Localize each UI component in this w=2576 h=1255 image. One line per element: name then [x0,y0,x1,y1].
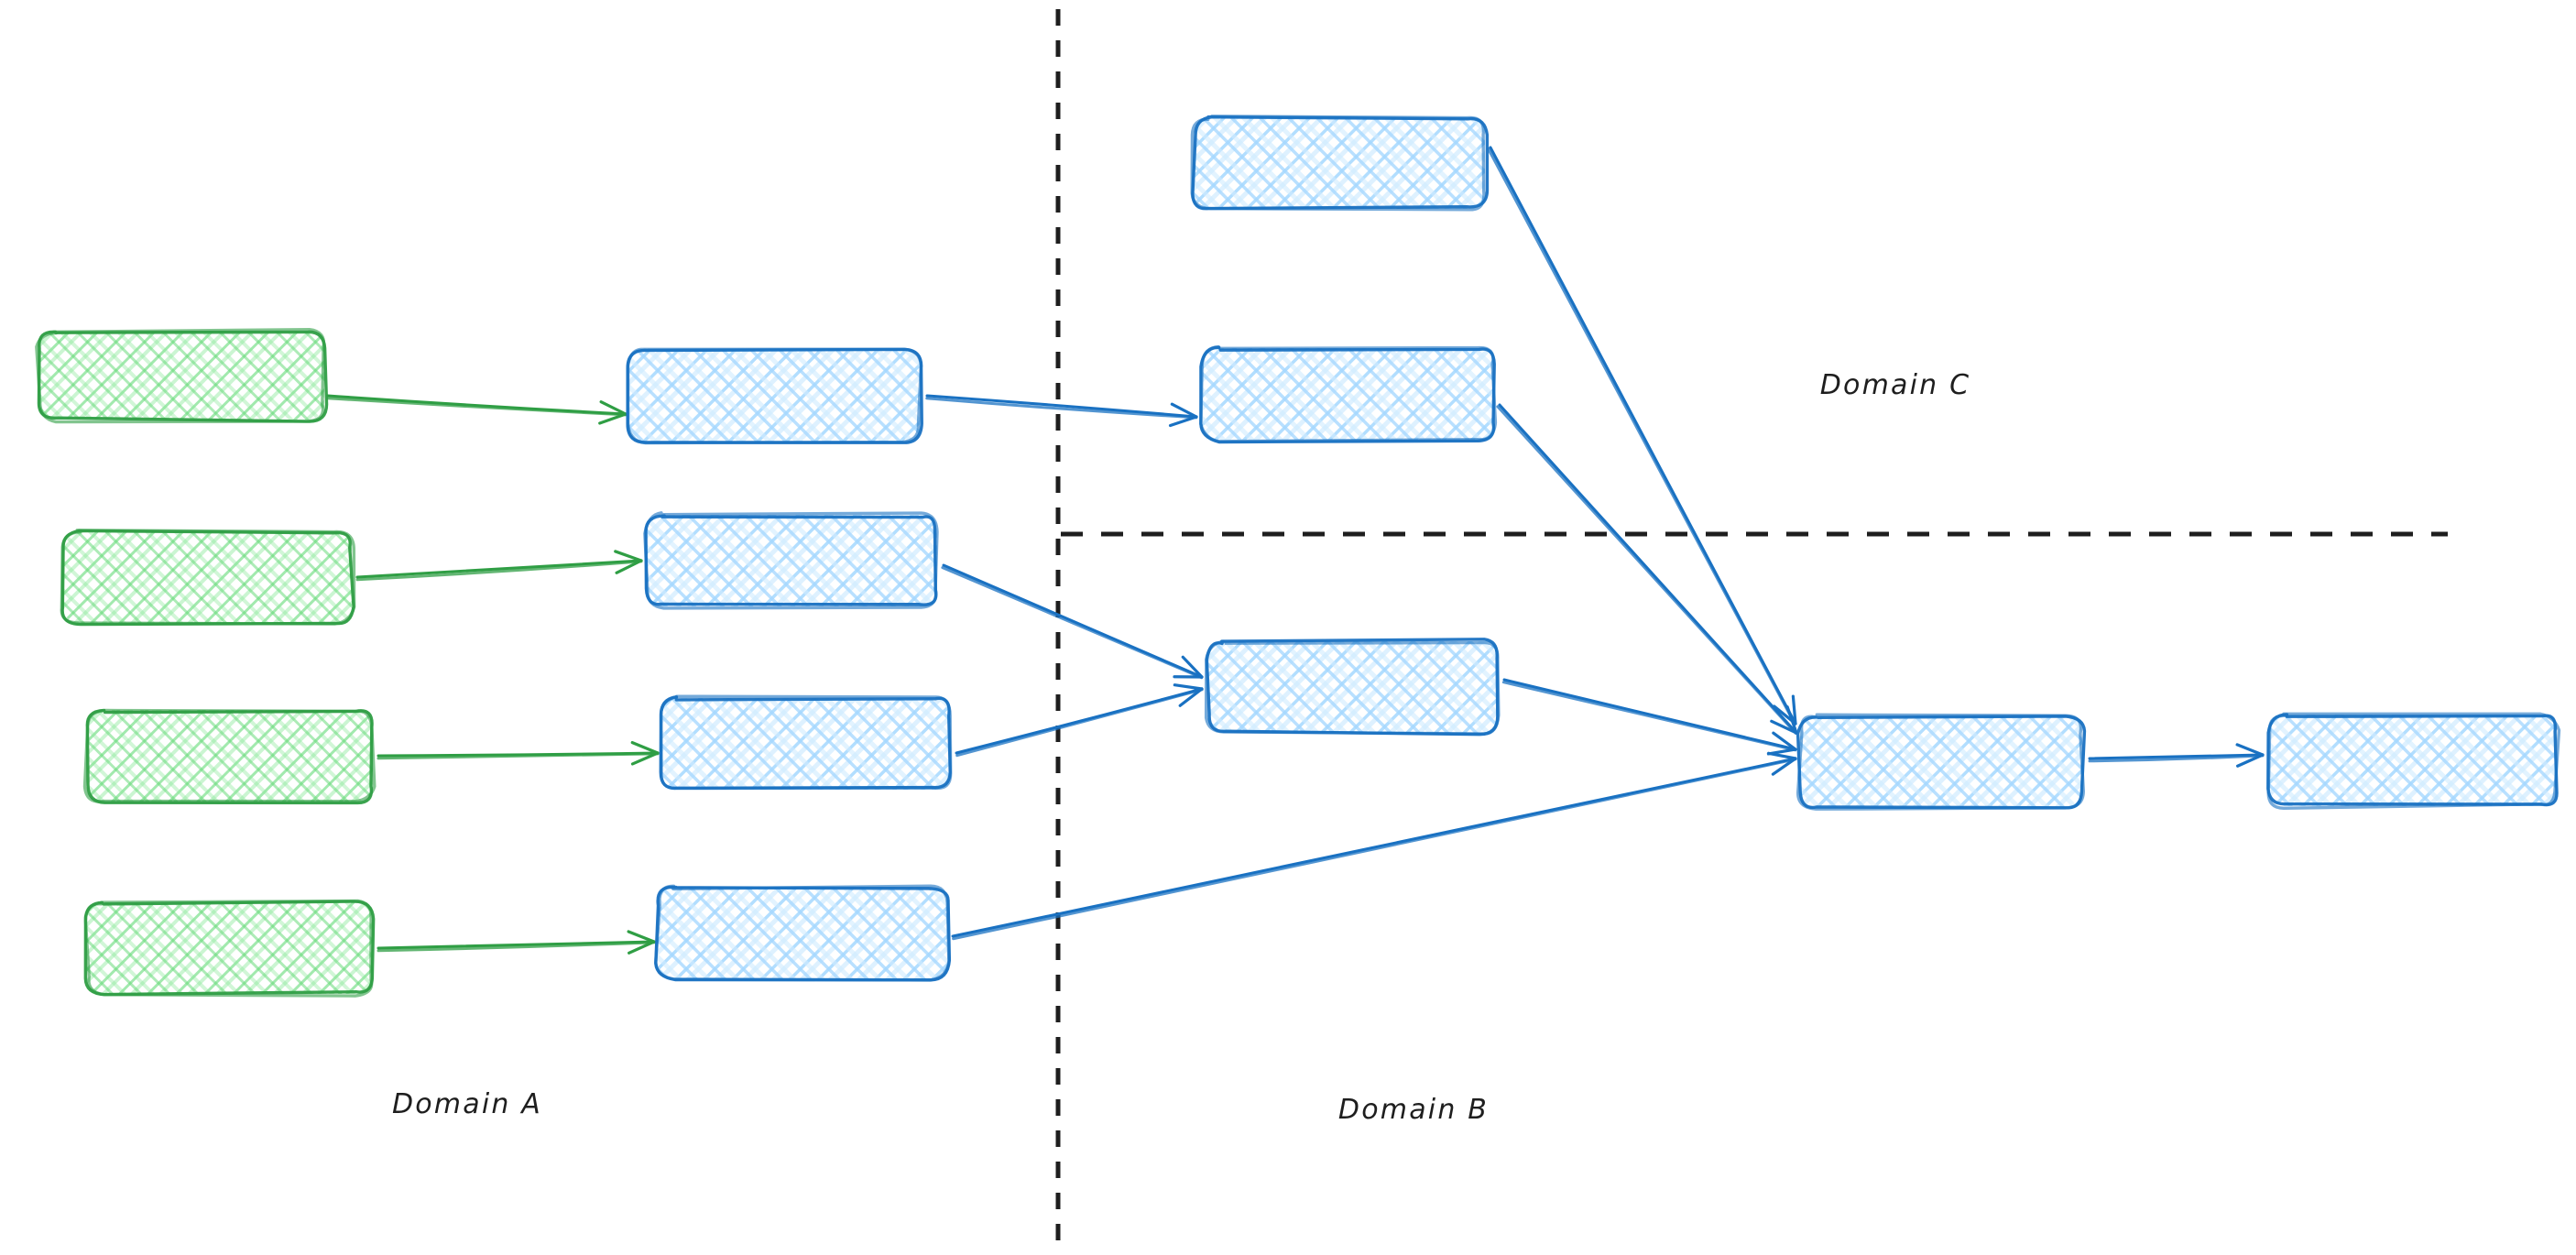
node-outline [82,708,377,803]
node-outline [83,899,374,998]
edge-line [952,758,1797,941]
node-fill [1194,117,1485,209]
edge-e-a2-b2 [355,550,643,582]
label-domain-c: Domain C [1820,369,1971,401]
edge-arrowhead [1766,748,1797,756]
node-c2[interactable] [1199,344,1498,444]
edge-arrowhead [1791,694,1797,726]
divider-layer [1055,9,2448,1246]
edge-e-c3-d1 [1501,678,1797,756]
node-b1[interactable] [626,347,923,445]
edge-arrowhead [1772,731,1797,751]
node-d2[interactable] [2266,712,2561,811]
node-outline [1190,115,1486,212]
edge-line [1487,147,1796,726]
edge-line [326,397,628,417]
label-domain-b: Domain B [1338,1094,1489,1126]
edge-arrowhead [627,930,656,944]
edge-e-a4-b4 [377,930,656,955]
node-outline [626,347,923,445]
edge-e-b4-d1 [951,751,1797,941]
edge-line [941,566,1204,680]
node-fill [38,332,324,420]
edge-line [2088,754,2265,763]
node-a3[interactable] [82,708,377,805]
edge-arrowhead [615,559,643,574]
edge-line [377,752,660,760]
node-fill [87,710,373,802]
node-b2[interactable] [643,511,939,610]
node-outline [1204,639,1501,736]
edge-arrowhead [1170,402,1198,419]
node-outline [35,327,326,424]
edge-line [377,941,656,953]
label-domain-a: Domain A [392,1088,542,1120]
edge-arrowhead [614,550,643,562]
edge-line [1496,405,1797,736]
node-fill [658,887,947,978]
edge-e-a1-b1 [326,394,628,425]
edge-line [1501,681,1797,752]
edge-e-b2-c3 [941,563,1204,680]
edge-arrowhead [2235,743,2265,757]
node-fill [1207,641,1499,733]
node-c1[interactable] [1190,115,1490,212]
edge-arrowhead [1785,705,1798,735]
node-outline [1796,713,2086,811]
edge-e-b1-c2 [925,394,1198,428]
node-outline [654,884,951,982]
node-fill [661,698,951,790]
edge-e-c2-d1 [1496,403,1798,736]
node-fill [646,515,937,606]
node-fill [1203,348,1494,440]
edge-line [925,394,1198,419]
edge-arrowhead [599,400,628,416]
node-outline [643,511,939,610]
node-fill [629,350,921,442]
node-fill [62,531,352,623]
edge-e-b3-c3 [955,683,1204,758]
node-outline [60,529,356,626]
edge-line [355,559,643,579]
node-c3[interactable] [1204,638,1501,737]
edge-e-d1-d2 [2088,743,2265,768]
node-layer [35,115,2561,998]
node-b3[interactable] [659,694,953,791]
node-fill [2269,715,2557,806]
edge-arrowhead [628,940,656,955]
edge-e-a3-b3 [377,740,660,766]
node-b4[interactable] [654,884,952,982]
node-fill [1800,716,2082,808]
edge-arrowhead [1771,757,1797,776]
node-outline [2266,712,2561,811]
edge-arrowhead [1181,655,1204,679]
edge-arrowhead [630,740,660,755]
edge-arrowhead [1178,687,1204,707]
edge-arrowhead [598,412,628,425]
edge-arrowhead [1173,683,1204,691]
node-outline [659,694,953,791]
edge-arrowhead [1770,719,1798,735]
edge-e-c1-d1 [1487,146,1797,726]
edge-arrowhead [2236,753,2265,768]
edge-line [955,688,1204,758]
edge-arrowhead [1168,415,1198,428]
node-a1[interactable] [35,327,329,424]
label-layer: Domain A Domain B Domain C [392,369,1971,1126]
edge-line [925,397,1198,420]
node-fill [87,902,373,994]
edge-line [355,560,643,582]
node-d1[interactable] [1796,713,2087,811]
node-a2[interactable] [60,529,356,627]
edge-arrowhead [630,751,660,766]
node-outline [1199,344,1498,443]
edge-layer [326,146,2265,955]
node-a4[interactable] [83,899,376,998]
